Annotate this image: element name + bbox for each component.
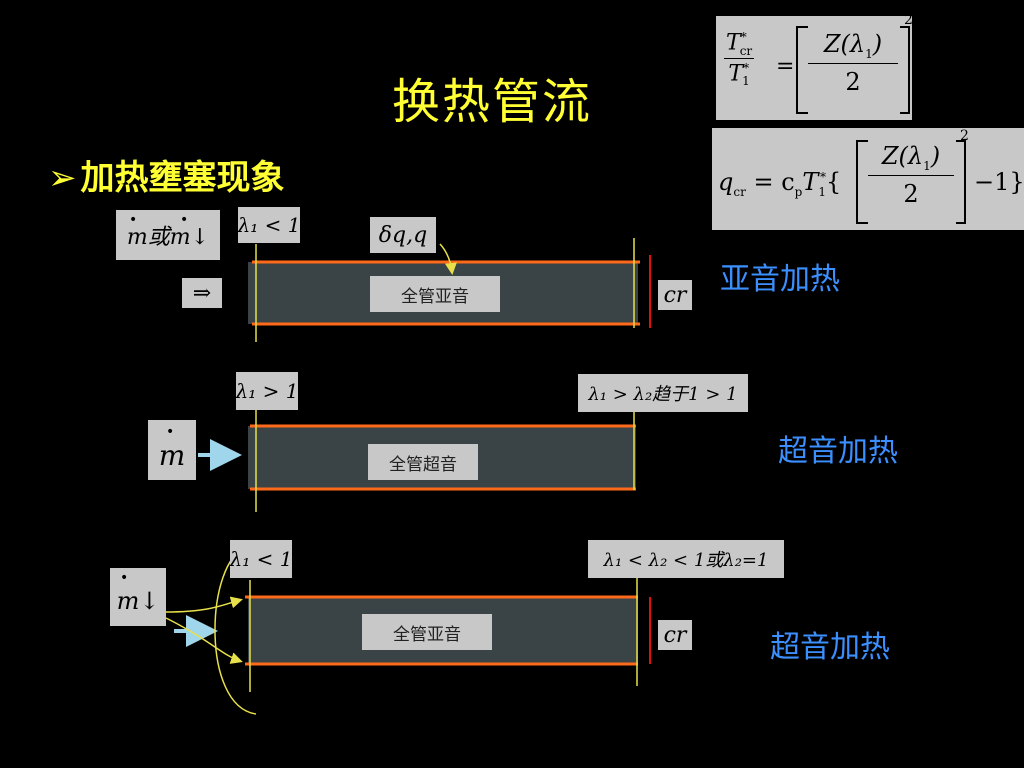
case1-dot-1: •: [129, 212, 138, 228]
lower-stream-arrow: [165, 617, 243, 664]
formula1-lhs: T*cr T*1: [724, 30, 755, 89]
bullet-text: 加热壅塞现象: [80, 158, 285, 198]
case1-pipe-label: 全管亚音: [370, 276, 500, 312]
case1-heat-label: δq,q: [370, 217, 436, 253]
bullet-heading: ➢加热壅塞现象: [48, 150, 285, 199]
bullet-arrow-icon: ➢: [48, 158, 77, 198]
formula1-fraction: Z(λ1) 2: [808, 30, 898, 96]
case3-result: 超音加热: [770, 630, 890, 665]
case2-result: 超音加热: [778, 434, 898, 469]
case3-pipe-label: 全管亚音: [362, 614, 492, 650]
page-title: 换热管流: [392, 74, 593, 130]
case3-lambda-out: λ₁ < λ₂ < 1或λ₂=1: [588, 540, 784, 578]
case1-dot-2: •: [180, 212, 189, 228]
formula-temperature-ratio: T*cr T*1 = Z(λ1) 2 2: [716, 12, 913, 120]
case2-dot: •: [166, 424, 175, 440]
case3-flow-label: m↓: [110, 568, 166, 626]
case1-flow-label: m或m↓: [116, 210, 220, 260]
case1-lambda: λ₁ < 1: [238, 207, 300, 243]
case2-pipe-label: 全管超音: [368, 444, 478, 480]
heat-arrow: [439, 243, 457, 275]
case3-dot: •: [120, 570, 129, 586]
case1-inflow-arrow: ⇒: [182, 278, 222, 308]
case3-cr-label: cr: [658, 620, 692, 650]
case3-lambda-in: λ₁ < 1: [230, 540, 292, 578]
case1-cr-label: cr: [658, 280, 692, 310]
case1-result: 亚音加热: [720, 262, 840, 297]
case2-lambda-in: λ₁ > 1: [236, 372, 298, 410]
case2-lambda-out: λ₁ > λ₂趋于1 > 1: [578, 374, 748, 412]
case2-flow-label: m: [148, 420, 196, 480]
formula-critical-heat: qcr = cpT1*{ Z(λ1) 2 2 −1}: [712, 128, 1024, 230]
upper-stream-arrow: [165, 596, 243, 613]
